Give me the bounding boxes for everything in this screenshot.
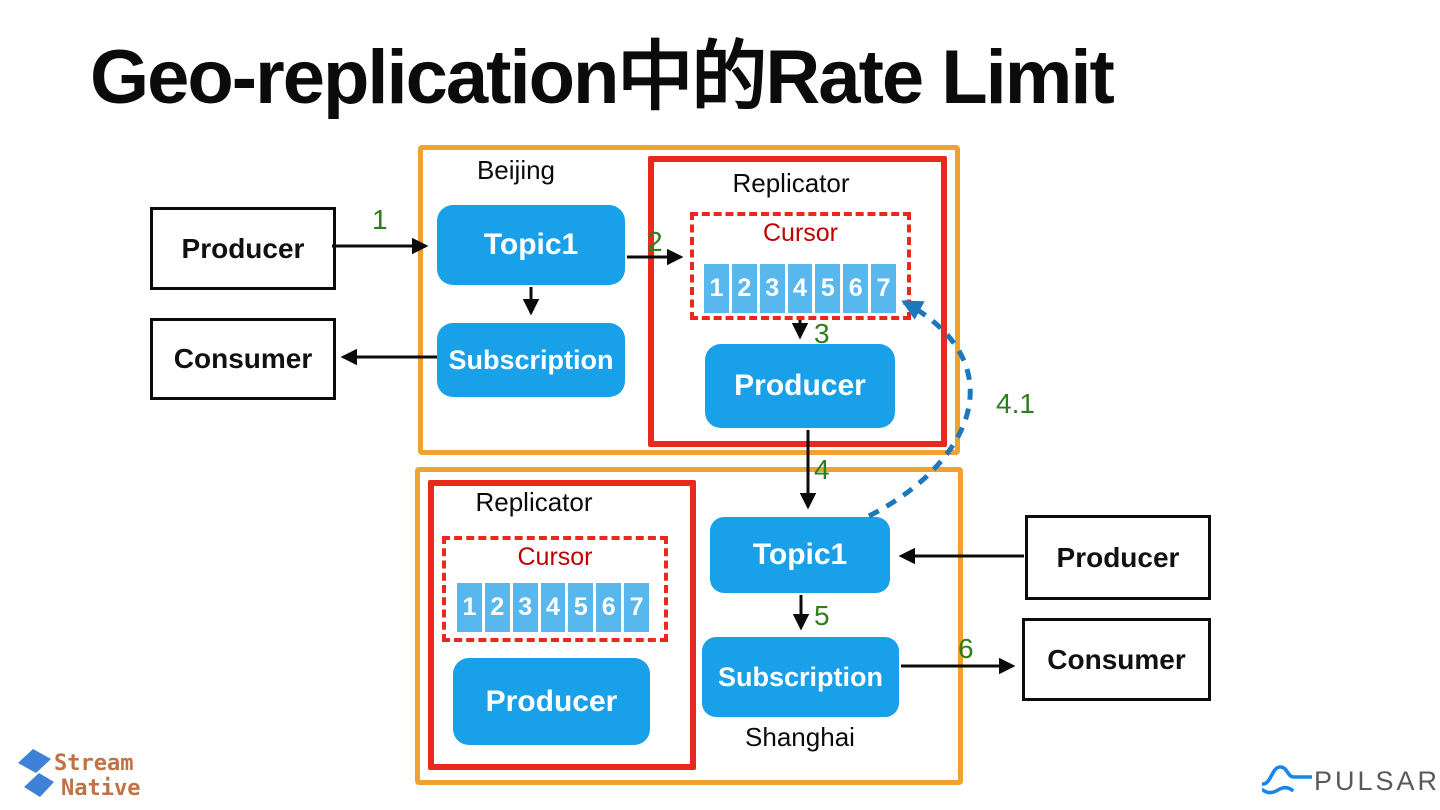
streamnative-text-native: Native [61,775,141,801]
cursor-cell: 4 [540,583,566,632]
shanghai-region-box [415,467,963,785]
left-producer-box: Producer [150,207,336,290]
cursor-cell: 7 [624,583,650,632]
beijing-region-label: Beijing [476,155,556,185]
beijing-replicator-producer-node: Producer [705,344,895,428]
step-6-label: 6 [958,633,974,664]
cursor-cell: 3 [512,583,538,632]
step-4-1-label: 4.1 [996,388,1035,419]
cursor-cell: 4 [787,264,813,313]
beijing-cursor-cells: 1 2 3 4 5 6 7 [704,264,897,313]
right-producer-box: Producer [1025,515,1211,600]
step-2-label: 2 [647,226,663,257]
streamnative-text-stream: Stream [54,751,134,776]
shanghai-region-label: Shanghai [745,722,855,752]
step-3-label: 3 [814,318,830,349]
shanghai-topic1-node: Topic1 [710,517,890,593]
slide-title: Geo-replication中的Rate Limit [90,35,1115,120]
step-5-label: 5 [814,600,830,631]
shanghai-cursor-cells: 1 2 3 4 5 6 7 [457,583,650,632]
streamnative-logo-text: Stream Native [54,751,141,801]
cursor-cell: 5 [815,264,841,313]
shanghai-replicator-producer-node: Producer [453,658,650,745]
cursor-cell: 5 [568,583,594,632]
cursor-cell: 2 [484,583,510,632]
cursor-cell: 3 [759,264,785,313]
step-1-label: 1 [372,204,388,235]
cursor-cell: 1 [457,583,482,632]
cursor-cell: 6 [596,583,622,632]
beijing-cursor-label: Cursor [762,219,838,247]
cursor-cell: 1 [704,264,729,313]
cursor-cell: 6 [843,264,869,313]
shanghai-cursor-label: Cursor [517,543,593,571]
pulsar-logo-text: PULSAR [1314,766,1440,796]
beijing-subscription-node: Subscription [437,323,625,397]
beijing-topic1-node: Topic1 [437,205,625,285]
shanghai-subscription-node: Subscription [702,637,899,717]
left-consumer-box: Consumer [150,318,336,400]
streamnative-icon [18,749,54,797]
cursor-cell: 7 [871,264,897,313]
shanghai-replicator-label: Replicator [475,487,593,517]
beijing-replicator-label: Replicator [732,168,850,198]
cursor-cell: 2 [731,264,757,313]
step-4-label: 4 [814,454,830,485]
right-consumer-box: Consumer [1022,618,1211,701]
pulsar-icon [1262,765,1312,795]
